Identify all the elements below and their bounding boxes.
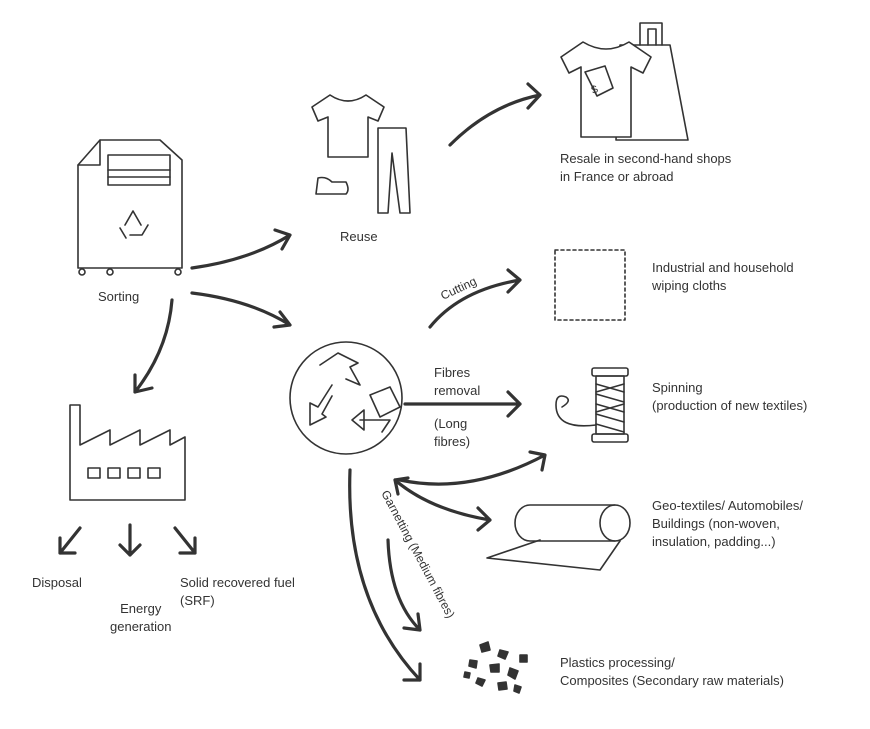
price-tag-label: $ <box>590 83 600 96</box>
arrow-disposal <box>58 526 82 555</box>
reuse-label: Reuse <box>340 229 378 244</box>
arrow-to-plastics <box>348 468 422 682</box>
arrow-cutting <box>428 268 522 329</box>
arrow-to-geotextiles <box>393 476 492 532</box>
recycle-icon <box>289 341 403 455</box>
collection-bin-icon <box>77 139 183 276</box>
arrow-fibres-removal <box>403 390 522 418</box>
arrow-sorting-to-recycling <box>190 291 292 329</box>
arrow-garnetting <box>386 538 422 632</box>
disposal-label: Disposal <box>32 575 82 590</box>
arrow-sorting-to-reuse <box>190 228 292 270</box>
geotextiles-label: Geo-textiles/ Automobiles/Buildings (non… <box>652 498 804 549</box>
arrow-srf <box>173 526 197 555</box>
spinning-label: Spinning(production of new textiles) <box>652 380 808 413</box>
flow-arrows <box>58 82 547 682</box>
fabric-roll-icon <box>486 504 631 571</box>
plastic-pieces-icon <box>463 641 528 694</box>
arrow-to-spinning <box>398 450 547 486</box>
arrow-energy <box>118 523 142 557</box>
shop-bag-and-shirt-icon <box>560 22 689 141</box>
thread-spool-icon <box>555 367 629 443</box>
clothes-icon <box>311 94 411 214</box>
plastics-label: Plastics processing/Composites (Secondar… <box>560 655 784 688</box>
factory-icon <box>69 404 186 501</box>
sorting-label: Sorting <box>98 289 140 304</box>
wiping-cloth-icon <box>554 249 626 321</box>
arrow-sorting-to-factory <box>133 298 174 394</box>
srf-label: Solid recovered fuel(SRF) <box>180 575 295 608</box>
cutting-label: Cutting <box>438 274 478 303</box>
arrow-reuse-to-resale <box>448 82 542 147</box>
